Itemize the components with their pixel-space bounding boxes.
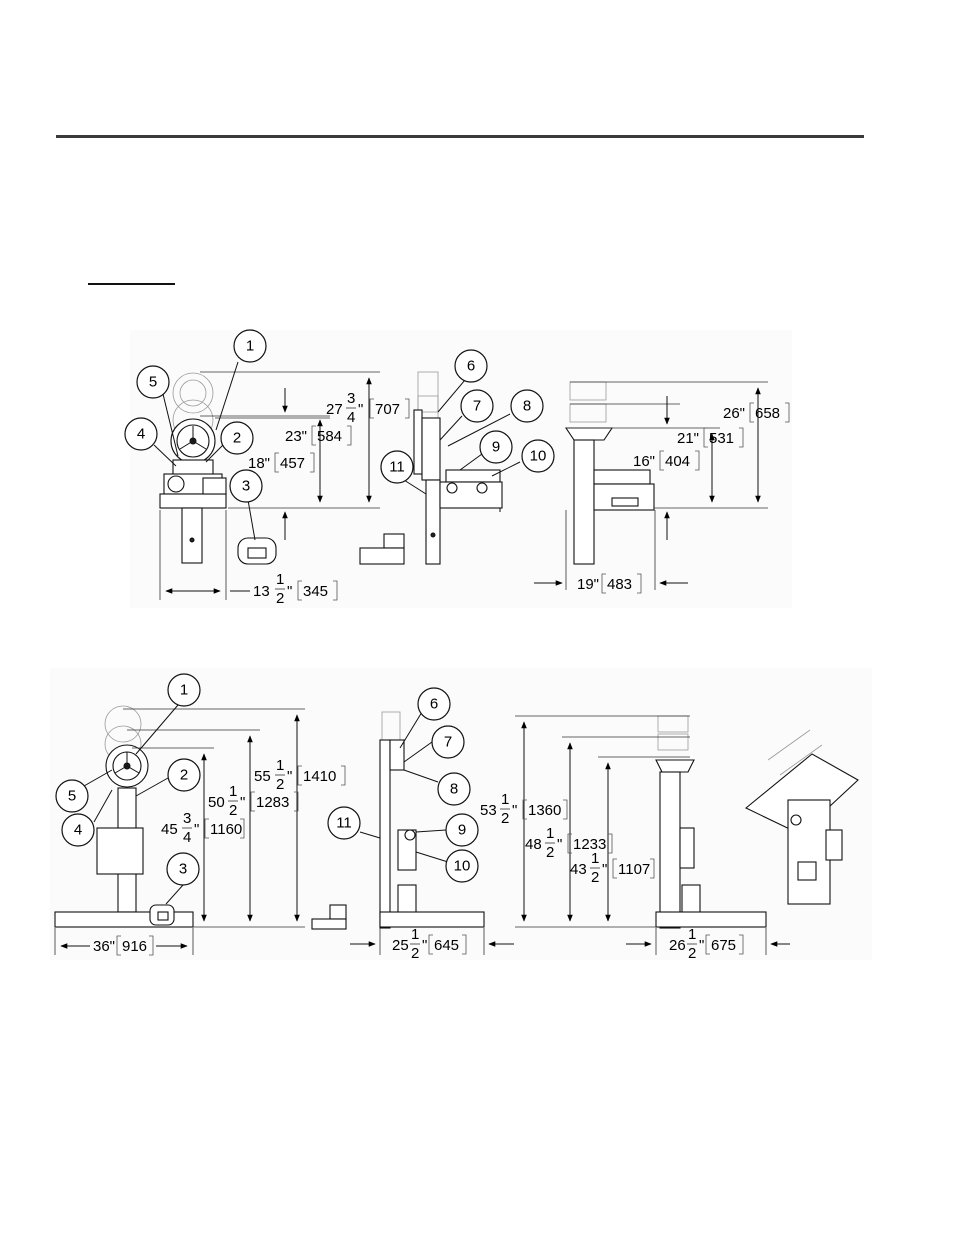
- svg-text:4: 4: [183, 829, 191, 846]
- svg-text:": ": [194, 821, 199, 838]
- svg-text:584: 584: [317, 428, 342, 445]
- svg-text:55: 55: [254, 768, 271, 785]
- svg-text:916: 916: [122, 938, 147, 955]
- svg-text:13: 13: [253, 583, 270, 600]
- svg-text:45: 45: [161, 821, 178, 838]
- svg-text:2: 2: [276, 776, 284, 793]
- svg-text:": ": [422, 937, 427, 954]
- svg-text:36": 36": [93, 938, 115, 955]
- svg-text:19": 19": [577, 576, 599, 593]
- svg-text:": ": [287, 583, 292, 600]
- dim-bottom-rear-width: 26 1 2 " 675: [669, 926, 743, 962]
- svg-text:53: 53: [480, 802, 497, 819]
- svg-text:2: 2: [688, 945, 696, 962]
- dim-top-front-h-max: 27 3 4 " 707: [326, 390, 409, 426]
- svg-text:1: 1: [411, 926, 419, 943]
- svg-text:2: 2: [501, 810, 509, 827]
- svg-text:675: 675: [711, 937, 736, 954]
- svg-text:2: 2: [591, 869, 599, 886]
- dim-top-rear-h-min: 16" 404: [633, 451, 699, 470]
- svg-text:18": 18": [248, 455, 270, 472]
- svg-text:": ": [512, 802, 517, 819]
- svg-text:1233: 1233: [573, 836, 606, 853]
- svg-text:1: 1: [276, 757, 284, 774]
- svg-text:1360: 1360: [528, 802, 561, 819]
- dim-bottom-front-h-max: 55 1 2 " 1410: [254, 757, 345, 793]
- dim-bottom-rear-h-min: 43 1 2 " 1107: [570, 850, 654, 886]
- dim-bottom-front-h-mid: 50 1 2 " 1283: [208, 783, 298, 819]
- svg-text:21": 21": [677, 430, 699, 447]
- svg-text:": ": [240, 794, 245, 811]
- svg-text:707: 707: [375, 401, 400, 418]
- svg-text:457: 457: [280, 455, 305, 472]
- svg-text:25: 25: [392, 937, 409, 954]
- svg-text:2: 2: [411, 945, 419, 962]
- dim-top-rear-width: 19" 483: [577, 574, 641, 593]
- svg-text:1: 1: [688, 926, 696, 943]
- svg-text:2: 2: [276, 590, 284, 607]
- svg-text:1107: 1107: [618, 861, 650, 878]
- svg-text:658: 658: [755, 405, 780, 422]
- svg-text:": ": [358, 401, 363, 418]
- svg-text:1: 1: [276, 571, 284, 588]
- dim-bottom-side-width: 25 1 2 " 645: [392, 926, 466, 962]
- svg-text:": ": [287, 768, 292, 785]
- svg-text:345: 345: [303, 583, 328, 600]
- dim-bottom-rear-h-max: 53 1 2 " 1360: [480, 791, 567, 827]
- svg-text:": ": [699, 937, 704, 954]
- svg-text:2: 2: [546, 844, 554, 861]
- svg-text:1: 1: [501, 791, 509, 808]
- dim-top-front-h-mid: 23" 584: [285, 426, 351, 445]
- svg-text:": ": [557, 836, 562, 853]
- svg-text:26: 26: [669, 937, 686, 954]
- svg-text:1160: 1160: [210, 821, 242, 838]
- dim-bottom-front-width: 36" 916: [93, 936, 153, 955]
- svg-text:2: 2: [229, 802, 237, 819]
- svg-text:531: 531: [709, 430, 734, 447]
- svg-text:27: 27: [326, 401, 343, 418]
- svg-text:1: 1: [229, 783, 237, 800]
- dim-top-front-h-min: 18" 457: [248, 453, 314, 472]
- svg-text:404: 404: [665, 453, 690, 470]
- svg-text:1283: 1283: [256, 794, 289, 811]
- svg-text:": ": [602, 861, 607, 878]
- svg-text:483: 483: [607, 576, 632, 593]
- svg-text:3: 3: [347, 390, 355, 407]
- dim-top-front-width: 13 1 2 " 345: [253, 571, 337, 607]
- svg-text:16": 16": [633, 453, 655, 470]
- svg-text:3: 3: [183, 810, 191, 827]
- dim-top-rear-h-max: 26" 658: [723, 403, 789, 422]
- svg-text:4: 4: [347, 409, 355, 426]
- svg-text:1: 1: [591, 850, 599, 867]
- svg-text:645: 645: [434, 937, 459, 954]
- svg-text:26": 26": [723, 405, 745, 422]
- svg-text:48: 48: [525, 836, 542, 853]
- svg-text:23": 23": [285, 428, 307, 445]
- svg-text:1: 1: [546, 825, 554, 842]
- svg-text:50: 50: [208, 794, 225, 811]
- svg-text:43: 43: [570, 861, 587, 878]
- svg-text:1410: 1410: [303, 768, 336, 785]
- dim-top-rear-h-mid: 21" 531: [677, 428, 743, 447]
